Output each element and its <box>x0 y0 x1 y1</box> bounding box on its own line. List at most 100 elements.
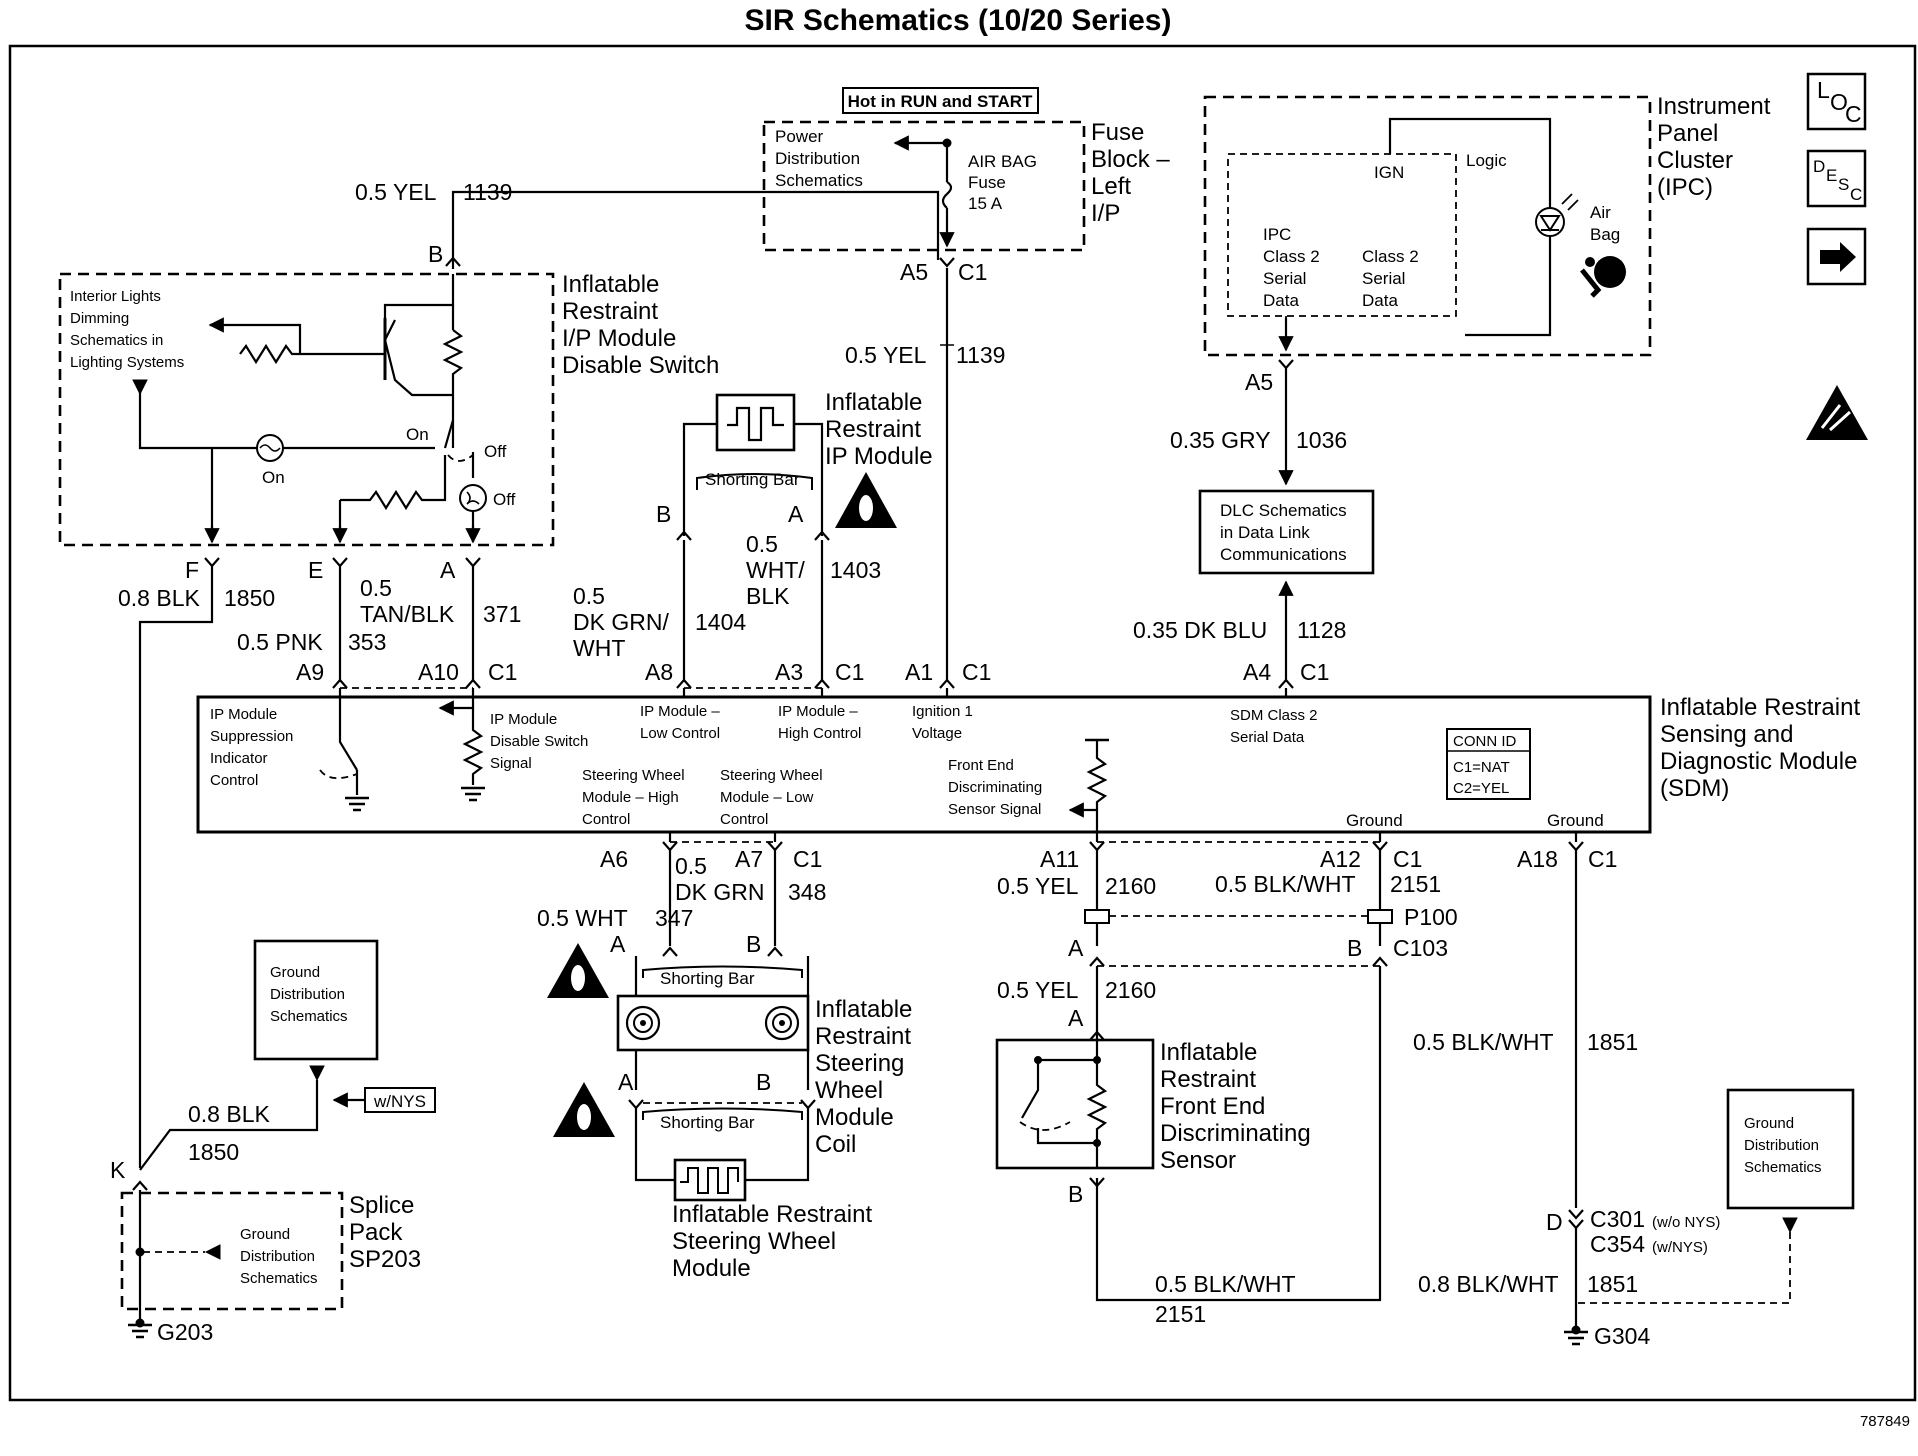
off-lamp-filament <box>466 491 480 505</box>
svg-text:Inflatable: Inflatable <box>1160 1039 1257 1066</box>
svg-text:O: O <box>1830 89 1848 115</box>
wire-1139-top-circuit: 1139 <box>463 179 512 205</box>
svg-text:Restraint: Restraint <box>815 1023 911 1050</box>
wire-371-size-2: TAN/BLK <box>360 601 455 627</box>
svg-text:Disable Switch: Disable Switch <box>490 733 588 750</box>
svg-text:Indicator: Indicator <box>210 750 268 767</box>
sdm-pin-a8: A8 <box>645 659 673 685</box>
wire-2160b-size: 0.5 YEL <box>997 977 1079 1003</box>
sdm-pin-c1-b: C1 <box>835 659 864 685</box>
svg-text:Sensor Signal: Sensor Signal <box>948 801 1041 818</box>
sdm-pin-a10: A10 <box>418 659 459 685</box>
svg-text:S: S <box>1838 175 1849 194</box>
dlc-label-3: Communications <box>1220 545 1347 564</box>
wires-347-348 <box>668 850 777 946</box>
dlc-reference-box[interactable] <box>1198 489 1375 575</box>
sdm-pin-a9: A9 <box>296 659 324 685</box>
ip-shorting-bar-label: Shorting Bar <box>705 470 800 489</box>
coil-bottom-leads <box>634 1050 810 1090</box>
p100-connector-right <box>1367 909 1393 924</box>
wire-1850-size: 0.8 BLK <box>118 585 200 611</box>
sensor-a-connector <box>1089 1030 1105 1041</box>
svg-text:Serial Data: Serial Data <box>1230 729 1305 746</box>
coil-top-shorting-bar <box>642 965 803 978</box>
p100-connector-left <box>1084 909 1110 924</box>
ground-distribution-ref-1[interactable] <box>253 939 379 1061</box>
front-sensor-label: Inflatable Restraint Front End Discrimin… <box>1160 1039 1311 1174</box>
class2-serial-data-label: Class 2 Serial Data <box>1362 247 1419 310</box>
svg-text:Restraint: Restraint <box>562 298 658 325</box>
interior-lights-dimming-reference[interactable]: Interior Lights Dimming Schematics in Li… <box>70 288 184 371</box>
wire-1139-top-size: 0.5 YEL <box>355 179 437 205</box>
svg-text:SP203: SP203 <box>349 1246 421 1273</box>
switch-pin-e: E <box>308 557 323 583</box>
c354-label: C354 <box>1590 1231 1645 1257</box>
switch-pin-f: F <box>185 557 199 583</box>
wire-353-circuit: 353 <box>348 629 386 655</box>
sensor-node-2 <box>1093 1056 1101 1064</box>
svg-text:Fuse: Fuse <box>1091 119 1144 146</box>
svg-text:C: C <box>1845 101 1862 127</box>
sensor-node-3 <box>1093 1139 1101 1147</box>
wire-1404-circuit: 1404 <box>695 609 746 635</box>
switch-lower-connectors <box>204 557 481 568</box>
sdm-front-end-label: Front End Discriminating Sensor Signal <box>948 757 1042 818</box>
arrow-right-icon[interactable] <box>1806 227 1867 286</box>
svg-text:Data: Data <box>1362 291 1398 310</box>
loc-icon[interactable]: L O C <box>1806 72 1867 131</box>
ipc-label: Instrument Panel Cluster (IPC) <box>1657 93 1771 201</box>
ipc-logic: Logic <box>1466 151 1507 170</box>
switch-blade <box>443 419 455 449</box>
disable-switch-outline <box>58 272 555 547</box>
airbag-lamp-label-1: Air <box>1590 203 1611 222</box>
ipc-serial-data-label: IPC Class 2 Serial Data <box>1263 225 1320 310</box>
svg-text:IPC: IPC <box>1263 225 1291 244</box>
desc-icon[interactable]: D E S C <box>1806 149 1867 208</box>
power-distribution-reference[interactable]: Power Distribution Schematics <box>775 127 863 190</box>
gds3-line-2: Distribution <box>1744 1137 1819 1154</box>
svg-text:Control: Control <box>720 811 768 828</box>
wire-353-size: 0.5 PNK <box>237 629 323 655</box>
sdm-pin-c1-f: C1 <box>1393 846 1422 872</box>
ip-pin-a: A <box>788 501 804 527</box>
ground-distribution-ref-3[interactable] <box>1726 1088 1855 1210</box>
fuse-splice-dot <box>942 138 952 148</box>
wire-1404-size-2: DK GRN/ <box>573 609 669 635</box>
figure-id: 787849 <box>1860 1413 1910 1430</box>
switch-pin-b: B <box>428 241 443 267</box>
svg-text:Module: Module <box>815 1104 894 1131</box>
p100-label: P100 <box>1404 904 1458 930</box>
dimming-ground-feed <box>138 380 212 450</box>
svg-text:Diagnostic Module: Diagnostic Module <box>1660 748 1857 775</box>
sdm-pin-a11: A11 <box>1040 846 1079 872</box>
wire-1128-circuit: 1128 <box>1297 617 1346 643</box>
sdm-pin-a12: A12 <box>1320 846 1361 872</box>
svg-text:Class 2: Class 2 <box>1362 247 1419 266</box>
sdm-sw-low-label: Steering Wheel Module – Low Control <box>720 767 823 828</box>
wire-2160b-circuit: 2160 <box>1105 977 1156 1003</box>
sdm-conn-id-box: CONN ID C1=NAT C2=YEL <box>1446 728 1531 800</box>
sdm-pin-a7: A7 <box>735 846 763 872</box>
sdm-pin-a1: A1 <box>905 659 933 685</box>
pnk-resistor <box>340 455 447 511</box>
wire-1851b-size: 0.8 BLK/WHT <box>1418 1271 1559 1297</box>
sw-shorting-bar-label: Shorting Bar <box>660 1113 755 1132</box>
svg-text:Steering: Steering <box>815 1050 904 1077</box>
wire-1403-size-3: BLK <box>746 583 790 609</box>
svg-text:Front End: Front End <box>948 757 1014 774</box>
fuse-connector <box>939 257 955 268</box>
sdm-pin-a3: A3 <box>775 659 803 685</box>
svg-text:Voltage: Voltage <box>912 725 962 742</box>
svg-text:Inflatable: Inflatable <box>815 996 912 1023</box>
disable-switch-label: Inflatable Restraint I/P Module Disable … <box>562 271 719 379</box>
wire-1403-size-1: 0.5 <box>746 531 778 557</box>
wire-348-size-1: 0.5 <box>675 853 707 879</box>
svg-text:(SDM): (SDM) <box>1660 775 1729 802</box>
svg-text:Inflatable Restraint: Inflatable Restraint <box>1660 694 1860 721</box>
coil-top-connectors <box>662 946 783 957</box>
wire-1404-size-1: 0.5 <box>573 583 605 609</box>
svg-text:Hot in RUN and START: Hot in RUN and START <box>848 92 1033 111</box>
sw-module-leads <box>634 1108 810 1182</box>
ipc-logic-wire <box>1388 117 1552 337</box>
switch-resistor <box>442 329 464 420</box>
